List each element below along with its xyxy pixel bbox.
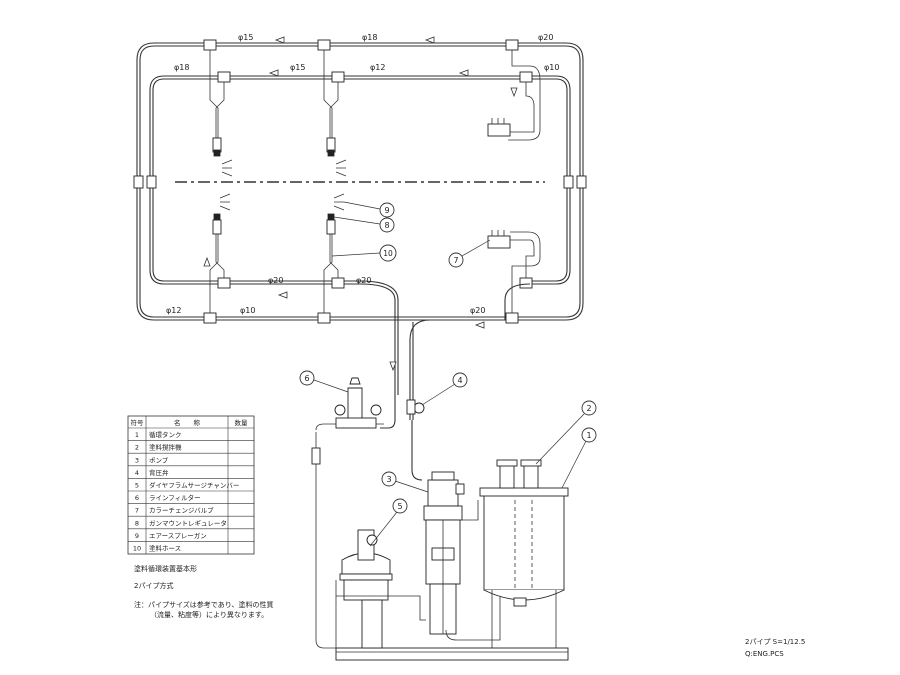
inner-pipe-loop — [149, 75, 571, 395]
table-row-no: 8 — [135, 519, 139, 527]
station-drop-upper-mid — [323, 50, 347, 177]
skid-base — [335, 647, 569, 661]
circulation-tank — [479, 487, 569, 648]
table-row-name: 背圧弁 — [149, 468, 169, 477]
color-change-station-upper — [487, 50, 541, 141]
callout-10: 10 — [331, 244, 397, 262]
pipe-size-label: φ12 — [370, 63, 385, 72]
callout-8: 8 — [333, 216, 395, 233]
table-header-no: 符号 — [131, 418, 145, 427]
table-row-no: 9 — [135, 532, 139, 540]
svg-text:2: 2 — [586, 404, 591, 413]
svg-text:4: 4 — [457, 376, 462, 385]
table-row-name: ポンプ — [149, 456, 169, 464]
station-drop-lower-mid — [323, 193, 345, 313]
table-row-no: 7 — [135, 507, 139, 515]
callout-3: 3 — [381, 471, 429, 493]
table-row-name: カラーチェンジバルブ — [149, 506, 214, 515]
paint-agitator — [496, 459, 542, 489]
flow-arrows — [203, 36, 518, 372]
table-row-name: ラインフィルター — [149, 493, 201, 502]
station-drop-upper-left — [209, 50, 233, 177]
drawing-code: Q:ENG.PCS — [745, 650, 784, 658]
surge-chamber — [335, 529, 426, 649]
pipe-size-label: φ20 — [470, 306, 485, 315]
table-row-no: 1 — [135, 431, 139, 439]
parts-table: 符号 名 称 数量 1 循環タンク 2 塗料撹拌機 3 ポンプ 4 背圧弁 5 ダイヤフラムサージ… — [127, 415, 255, 555]
callout-5: 5 — [369, 498, 408, 547]
pipe-size-label: φ10 — [240, 306, 255, 315]
table-row-no: 3 — [135, 456, 139, 464]
note-line: （流量、粘度等）により異なります。 — [150, 610, 268, 619]
pipe-size-label: φ20 — [356, 276, 371, 285]
svg-text:9: 9 — [384, 206, 389, 215]
callout-4: 4 — [421, 372, 468, 406]
table-header-name: 名 称 — [174, 418, 201, 427]
svg-text:1: 1 — [586, 431, 591, 440]
callout-9: 9 — [343, 201, 395, 218]
pipe-size-label: φ18 — [174, 63, 189, 72]
drawing-subtitle: 2パイプ方式 — [134, 581, 173, 590]
table-rows: 1 循環タンク 2 塗料撹拌機 3 ポンプ 4 背圧弁 5 ダイヤフラムサージチャンバー 6 ラインフ… — [128, 430, 254, 553]
pipe-size-label: φ20 — [268, 276, 283, 285]
table-row-no: 4 — [135, 469, 139, 477]
paint-pump — [423, 471, 501, 641]
table-row-name: 塗料ホース — [149, 544, 181, 553]
svg-text:3: 3 — [386, 475, 391, 484]
pipe-size-labels: φ15 φ18 φ20 φ18 φ15 φ12 φ10 φ20 φ20 φ12 … — [166, 33, 559, 315]
scale-label: 2パイプ S=1/12.5 — [745, 638, 805, 646]
note-line: 注：パイプサイズは参考であり、塗料の性質 — [134, 600, 273, 609]
pipe-size-label: φ20 — [538, 33, 553, 42]
svg-text:6: 6 — [304, 374, 309, 383]
tee-fittings — [203, 39, 533, 324]
back-pressure-valve — [406, 399, 425, 415]
pipe-couplings — [133, 175, 587, 189]
callout-6: 6 — [299, 370, 349, 393]
station-drop-lower-left — [209, 193, 231, 313]
svg-text:5: 5 — [397, 502, 402, 511]
pipe-size-label: φ15 — [290, 63, 305, 72]
line-filter — [311, 377, 384, 649]
outer-pipe-loop — [136, 42, 584, 321]
drawing-info: 2パイプ S=1/12.5 Q:ENG.PCS — [745, 638, 805, 658]
table-row-name: ダイヤフラムサージチャンバー — [149, 481, 239, 490]
callout-7: 7 — [448, 239, 491, 268]
color-change-station-lower — [487, 230, 541, 313]
callout-1: 1 — [561, 427, 597, 489]
table-row-name: ガンマウントレギュレータ — [149, 518, 227, 527]
table-row-no: 5 — [135, 482, 139, 490]
pipe-size-label: φ18 — [362, 33, 377, 42]
table-row-no: 10 — [133, 545, 141, 553]
pipe-size-label: φ15 — [238, 33, 253, 42]
drawing-title: 塗料循環装置基本形 — [134, 564, 197, 573]
pipe-size-label: φ12 — [166, 306, 181, 315]
table-row-name: 循環タンク — [149, 430, 182, 439]
table-row-name: 塗料撹拌機 — [149, 443, 182, 452]
svg-text:8: 8 — [384, 221, 389, 230]
pipe-size-label: φ10 — [544, 63, 559, 72]
table-row-name: エアースプレーガン — [149, 531, 207, 540]
callout-2: 2 — [535, 400, 597, 465]
svg-text:10: 10 — [383, 249, 393, 258]
drawing-notes: 塗料循環装置基本形 2パイプ方式 注：パイプサイズは参考であり、塗料の性質 （流… — [134, 564, 273, 619]
supply-return-lines — [380, 283, 531, 481]
svg-text:7: 7 — [453, 256, 458, 265]
table-header-qty: 数量 — [235, 418, 249, 427]
table-row-no: 2 — [135, 444, 139, 452]
table-row-no: 6 — [135, 494, 139, 502]
